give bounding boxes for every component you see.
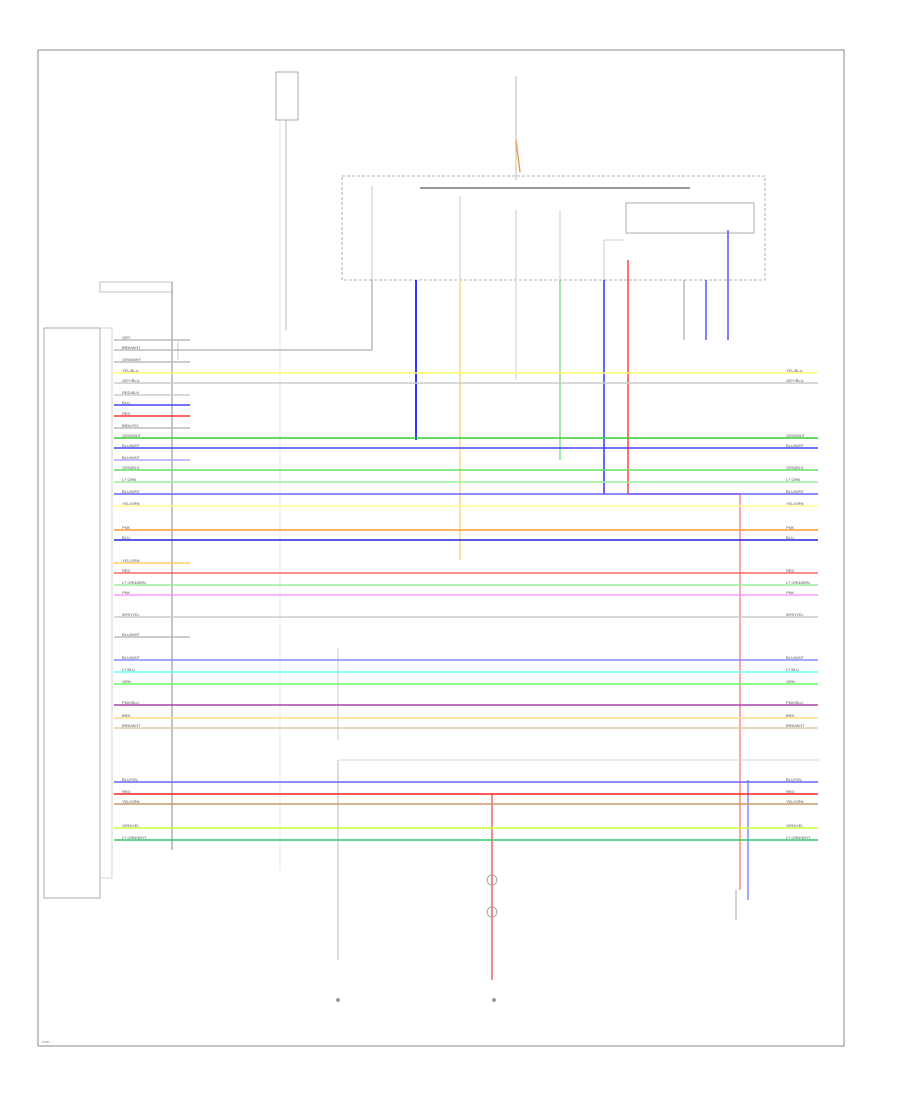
wire-label: PNK	[122, 525, 131, 530]
wire-label-right: BLU	[786, 535, 794, 540]
wire-label-right: PNK	[786, 590, 795, 595]
wire-label: YEL/GRN	[122, 799, 140, 804]
wire-label: BRN/WHT	[122, 723, 141, 728]
wire-label: BLU/WHT	[122, 455, 141, 460]
wire-label: GRY	[122, 335, 131, 340]
wire-label-right: WHT/YEL	[786, 612, 805, 617]
ground-point-left	[336, 998, 340, 1002]
wire-label-right: LT GRN	[786, 477, 800, 482]
wire-label: LT BLU	[122, 667, 135, 672]
wire-label: PNK	[122, 590, 131, 595]
wire-label-right: YEL/BLU	[786, 368, 803, 373]
wire-label: GRN/WHT	[122, 433, 142, 438]
combination-meter-box	[341, 175, 766, 281]
wire-label-right: RED	[786, 789, 795, 794]
wire-label: RED	[122, 411, 131, 416]
wire-label: BLU/WHT	[122, 443, 141, 448]
wire-label: GRY/BLU	[122, 378, 140, 383]
wire-label: BLU/WHT	[122, 632, 141, 637]
tcm-connector-block	[43, 327, 101, 899]
wire-label: RED	[122, 789, 131, 794]
wire-label-right: LT BLU	[786, 667, 799, 672]
wire-label: BLU/WHT	[122, 489, 141, 494]
figure-code: ▪▪▪▪▪▪	[42, 1040, 49, 1044]
wire-label-right: BLU/YEL	[786, 777, 803, 782]
wire-label-right: BLU/WHT	[786, 655, 805, 660]
wire-label-right: BLU/WHT	[786, 443, 805, 448]
wire-label-right: PNK/BLU	[786, 700, 803, 705]
ground-point-center	[492, 998, 496, 1002]
wire-label: YEL/GRN	[122, 501, 140, 506]
wire-label: RED	[122, 568, 131, 573]
wire-label-right: GRN/YEL	[786, 823, 804, 828]
wire-label-right: YEL/GRN	[786, 501, 804, 506]
wire-label-right: BRN/WHT	[786, 723, 805, 728]
wire-label-right: RED	[786, 568, 795, 573]
diagram-frame	[37, 49, 845, 1047]
wire-label-right: PNK	[786, 525, 795, 530]
wire-label: YEL/GRN	[122, 558, 140, 563]
wire-label: WHT/YEL	[122, 612, 141, 617]
wire-label-right: GRN	[786, 679, 795, 684]
wire-label-right: GRY/BLU	[786, 378, 804, 383]
wire-label: BRN	[122, 713, 131, 718]
wire-label: BRN/YEL	[122, 423, 140, 428]
wire-label: LT GRN/BRN	[122, 580, 146, 585]
wire-label: BLU/WHT	[122, 655, 141, 660]
wire-label-right: LT GRN/BRN	[786, 580, 810, 585]
wire-label: BLU	[122, 400, 130, 405]
wire-label: LT GRN	[122, 477, 136, 482]
sensor-symbol	[486, 874, 498, 886]
wire-label: LT GRN/WHT	[122, 835, 147, 840]
control-unit-box	[625, 202, 755, 234]
wire-group: GRY BRN/WHT GRN/WHT YEL/BLU YEL/BLU GRY/BLU GR…	[114, 335, 818, 841]
sensor-symbol-2	[486, 906, 498, 918]
wire-label-right: LT GRN/WHT	[786, 835, 811, 840]
wire-label-right: GRN/WHT	[786, 433, 806, 438]
wire-label: GRN/BLK	[122, 465, 140, 470]
wire-label: BLU	[122, 535, 130, 540]
tcm-pin-column	[99, 327, 113, 879]
wire-label: GRN/WHT	[122, 357, 142, 362]
wire-label: PNK/BLU	[122, 700, 139, 705]
wire-label: BLU/YEL	[122, 777, 139, 782]
wire-label: GRN	[122, 679, 131, 684]
wire-label: BRN/WHT	[122, 345, 141, 350]
wire-label: YEL/BLU	[122, 368, 139, 373]
ground-switch-box	[99, 281, 173, 293]
wire-label: GRN/YEL	[122, 823, 140, 828]
wire-label-right: YEL/GRN	[786, 799, 804, 804]
wire-label: RED/BLK	[122, 390, 139, 395]
wire-label-right: BLU/WHT	[786, 489, 805, 494]
fuse-box-left	[275, 71, 299, 121]
wire-label-right: BRN	[786, 713, 795, 718]
wire-label-right: GRN/BLK	[786, 465, 804, 470]
